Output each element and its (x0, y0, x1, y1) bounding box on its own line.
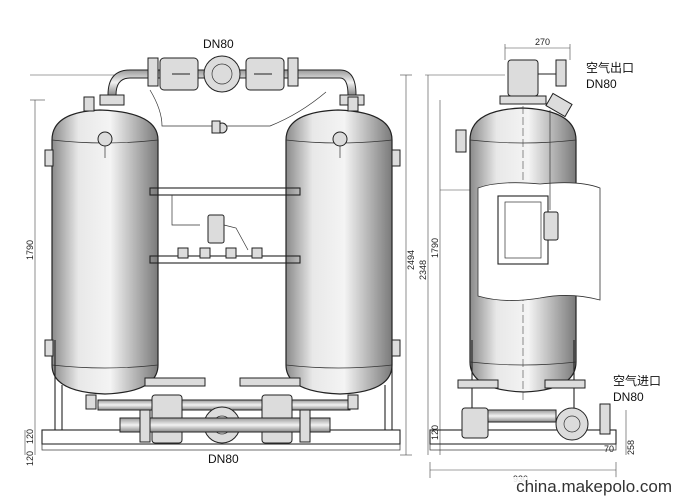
front-bottom-label: DN80 (208, 452, 239, 466)
front-height-dim: 2494 (406, 250, 416, 270)
right-vessel (285, 109, 393, 395)
outlet-dn-label: DN80 (586, 77, 617, 91)
rack-valves (177, 247, 263, 259)
front-view: DN80 DN80 2494 1790 120 120 (24, 37, 416, 466)
side-height-dim-2: 1790 (430, 238, 440, 258)
side-base-dim-c: 258 (626, 440, 636, 455)
front-left-dim: 1790 (25, 240, 35, 260)
side-width-top-dim: 270 (535, 37, 550, 47)
outlet-cn-label: 空气出口 (586, 60, 634, 75)
front-base-dim-b: 120 (25, 451, 35, 466)
front-base-dim-a: 120 (25, 429, 35, 444)
side-height-dim-1: 2348 (418, 260, 428, 280)
inlet-dn-label: DN80 (613, 390, 644, 404)
side-view: 270 2348 1790 120 70 258 930 空气出口 DN80 空… (418, 37, 661, 484)
cutaway-region (477, 182, 601, 301)
side-base-dim-a: 120 (430, 425, 440, 440)
watermark: china.makepolo.com (512, 477, 676, 497)
side-base-dim-b: 70 (604, 444, 614, 454)
inlet-cn-label: 空气进口 (613, 373, 661, 388)
front-top-label: DN80 (203, 37, 234, 51)
